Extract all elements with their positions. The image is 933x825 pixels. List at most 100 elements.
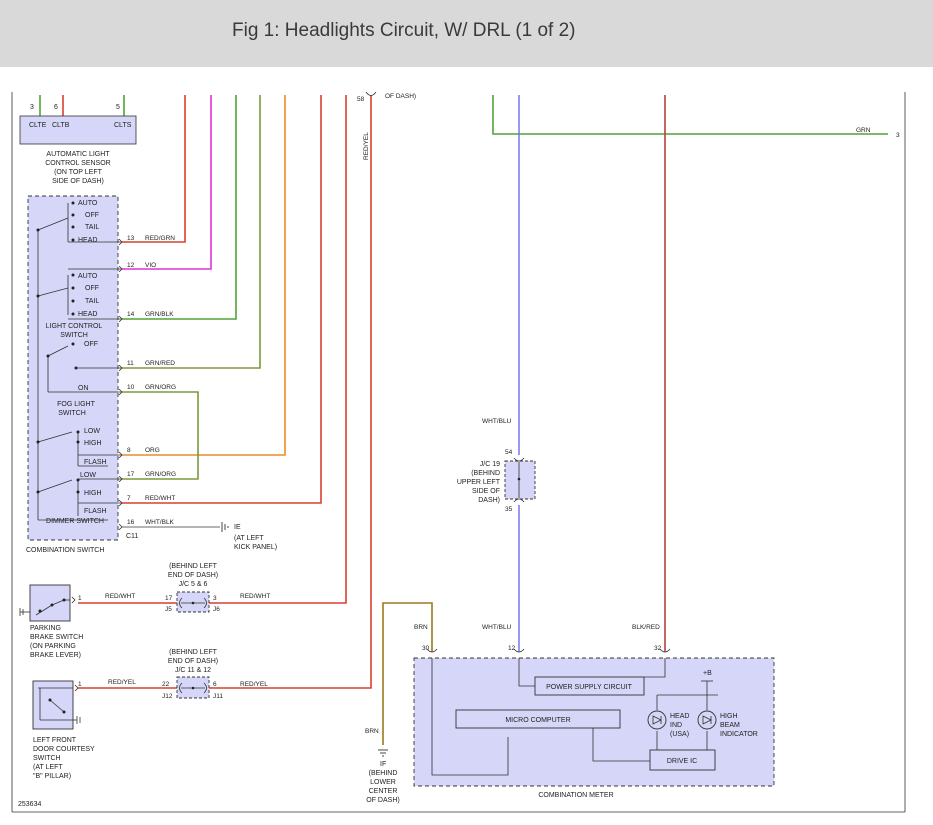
- combination-switch: AUTO OFF TAIL HEAD AUTO OFF TAIL HEAD LI…: [26, 195, 138, 554]
- wire-color: GRN/ORG: [145, 471, 176, 478]
- wire-pin: 17: [127, 471, 135, 478]
- parking-brake-wire-right: RED/WHT: [240, 593, 270, 600]
- position-head: HEAD: [78, 311, 97, 318]
- door-switch-pin: 1: [78, 681, 82, 688]
- power-supply-circuit-label: POWER SUPPLY CIRCUIT: [546, 684, 632, 691]
- ground-icon: [378, 749, 388, 757]
- door-switch-wire: RED/YEL: [108, 679, 136, 686]
- wire-pin: 10: [127, 384, 135, 391]
- wire-pin: 8: [127, 447, 131, 454]
- sensor-terminal-clts: CLTS: [114, 122, 132, 129]
- combination-meter: BRN WHT/BLU BLK/RED 30 12 32 POWER SUPPL…: [413, 624, 775, 799]
- jc1112-pin-in: 22: [162, 681, 170, 688]
- wire-pin: 16: [127, 519, 135, 526]
- jc56-pin-out: 3: [213, 595, 217, 602]
- high-beam-label: BEAM: [720, 722, 740, 729]
- wire-color: RED/WHT: [145, 495, 175, 502]
- wire-pin: 14: [127, 311, 135, 318]
- jc19-label-line: UPPER LEFT: [457, 479, 501, 486]
- meter-pin: 12: [508, 645, 516, 652]
- high-beam-label: INDICATOR: [720, 731, 758, 738]
- ground-if-location: OF DASH): [366, 797, 399, 804]
- brn-ground-wire: BRN IF (BEHIND LOWER CENTER OF DASH): [365, 602, 433, 804]
- sensor-name-line: (ON TOP LEFT: [54, 169, 103, 176]
- parking-brake-name: (ON PARKING: [30, 643, 76, 650]
- fog-position-on: ON: [78, 385, 89, 392]
- figure-id: 253634: [18, 801, 41, 808]
- dimmer-low: LOW: [84, 428, 100, 435]
- grn-wire-pin: 3: [896, 132, 900, 139]
- dimmer-flash: FLASH: [84, 459, 107, 466]
- fog-position-off: OFF: [84, 341, 98, 348]
- pin-58-label: 58: [357, 96, 365, 103]
- ground-if-location: LOWER: [370, 779, 396, 786]
- wire-color: VIO: [145, 262, 156, 269]
- wire-color: RED/GRN: [145, 235, 175, 242]
- parking-brake-switch: 1 RED/WHT (BEHIND LEFT END OF DASH) J/C …: [19, 563, 270, 659]
- combination-switch-name: COMBINATION SWITCH: [26, 547, 104, 554]
- jc19-wire-label: WHT/BLU: [482, 418, 512, 425]
- sensor-name-line: SIDE OF DASH): [52, 178, 104, 185]
- jc1112-pin-out: 6: [213, 681, 217, 688]
- ground-if-location: (BEHIND: [369, 770, 398, 777]
- parking-brake-name: BRAKE SWITCH: [30, 634, 83, 641]
- jc56-label-line: J/C 5 & 6: [179, 581, 208, 588]
- head-ind-label: (USA): [670, 731, 689, 738]
- light-control-sensor: 3 6 5 CLTE CLTB CLTS AUTOMATIC LIGHT CON…: [19, 95, 137, 185]
- meter-pin: 30: [422, 645, 430, 652]
- drive-ic-label: DRIVE IC: [667, 758, 697, 765]
- jc56-label-line: END OF DASH): [168, 572, 218, 579]
- jc56-connector-out: J6: [213, 606, 220, 613]
- position-off: OFF: [85, 212, 99, 219]
- switch-wire-labels: 13 RED/GRN 12 VIO 14 GRN/BLK 11 GRN/RED …: [127, 235, 176, 526]
- micro-computer-label: MICRO COMPUTER: [505, 717, 570, 724]
- dimmer-flash: FLASH: [84, 508, 107, 515]
- connector-c11: C11: [126, 533, 138, 540]
- dimmer-switch-label: DIMMER SWITCH: [46, 518, 104, 525]
- jc1112-label-line: J/C 11 & 12: [175, 667, 211, 674]
- ground-if-id: IF: [380, 761, 386, 768]
- meter-pin: 32: [654, 645, 662, 652]
- brn-wire-label: BRN: [365, 728, 379, 735]
- light-control-switch-label: LIGHT CONTROL: [46, 323, 103, 330]
- combination-meter-name: COMBINATION METER: [538, 792, 613, 799]
- door-switch-wire-right: RED/YEL: [240, 681, 268, 688]
- wire-color: WHT/BLK: [145, 519, 175, 526]
- jc19-label-line: J/C 19: [480, 461, 500, 468]
- figure-title: Fig 1: Headlights Circuit, W/ DRL (1 of …: [232, 20, 576, 41]
- meter-wire-label: BLK/RED: [632, 624, 660, 631]
- parking-brake-name: PARKING: [30, 625, 61, 632]
- jc56-pin-in: 17: [165, 595, 173, 602]
- sensor-pin-6: 6: [54, 104, 58, 111]
- sensor-pin-3: 3: [30, 104, 34, 111]
- ground-ie-location: KICK PANEL): [234, 544, 277, 551]
- door-switch-name: "B" PILLAR): [33, 773, 71, 780]
- door-switch-name: (AT LEFT: [33, 764, 63, 771]
- dimmer-high: HIGH: [84, 440, 102, 447]
- door-switch-name: DOOR COURTESY: [33, 746, 95, 753]
- wire-color: GRN/RED: [145, 360, 175, 367]
- right-wires: GRN 3: [492, 95, 900, 652]
- ground-ie-id: IE: [234, 524, 241, 531]
- meter-wire-label: BRN: [414, 624, 428, 631]
- position-auto: AUTO: [78, 273, 98, 280]
- jc19-label-line: (BEHIND: [471, 470, 500, 477]
- head-ind-label: HEAD: [670, 713, 689, 720]
- ground-ie: IE (AT LEFT KICK PANEL): [221, 522, 277, 551]
- jc56-label-line: (BEHIND LEFT: [169, 563, 218, 570]
- wire-pin: 13: [127, 235, 135, 242]
- sensor-pin-5: 5: [116, 104, 120, 111]
- figure-header: Fig 1: Headlights Circuit, W/ DRL (1 of …: [0, 0, 933, 67]
- position-tail: TAIL: [85, 224, 99, 231]
- sensor-terminal-clte: CLTE: [29, 122, 47, 129]
- jc19-label-line: DASH): [478, 497, 500, 504]
- grn-wire-label: GRN: [856, 127, 871, 134]
- jc19-pin-bottom: 35: [505, 506, 513, 513]
- position-head: HEAD: [78, 237, 97, 244]
- wire-pin: 11: [127, 360, 134, 367]
- plus-b-label: +B: [703, 670, 712, 677]
- ground-if-location: CENTER: [369, 788, 398, 795]
- door-switch-name: LEFT FRONT: [33, 737, 77, 744]
- wire-pin: 7: [127, 495, 131, 502]
